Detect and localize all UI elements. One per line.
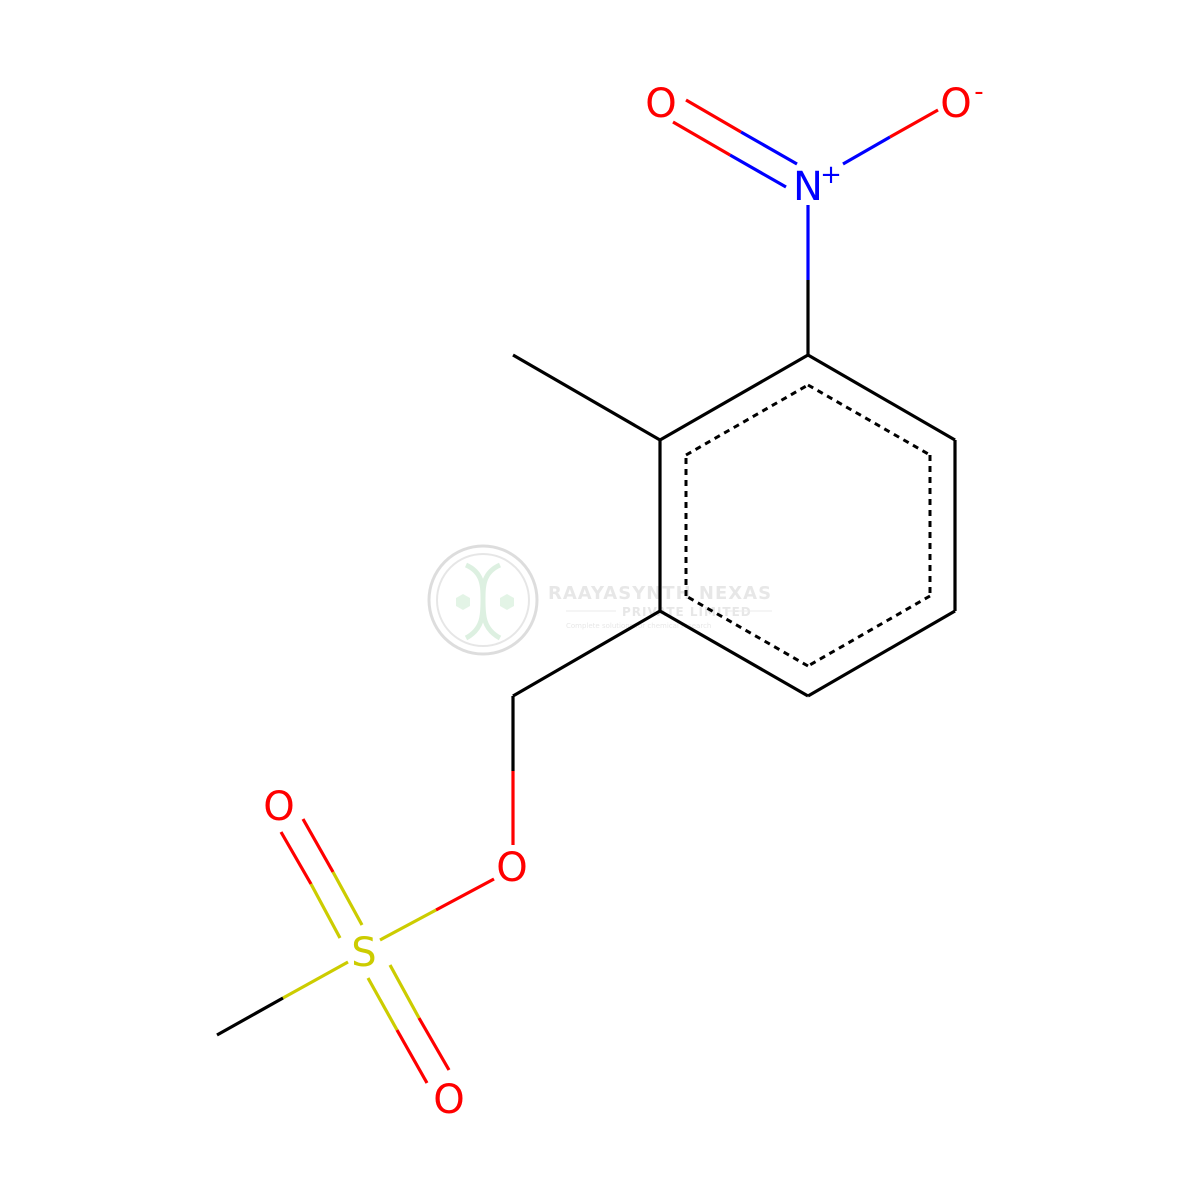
charge-minus: -: [974, 77, 983, 107]
n-o-double-bond-blue-a: [740, 130, 798, 166]
n-o-double-bond-red-b: [672, 120, 731, 157]
ring-bond-c3-c4: [807, 609, 956, 698]
s-methyl-bond-black: [216, 996, 284, 1037]
s-o-lower-a-red: [395, 1029, 429, 1084]
atom-o-ester: O: [496, 845, 527, 891]
atom-o-nitro-double: O: [645, 81, 676, 127]
atom-o-sulfonyl-lower: O: [433, 1077, 464, 1123]
ring-ch2-bond: [512, 609, 661, 698]
watermark-logo: [427, 544, 539, 656]
n-o-single-bond-red: [889, 108, 939, 139]
s-methyl-bond-yellow: [282, 960, 349, 1000]
ring-bond-c1-c2: [807, 353, 956, 442]
o-s-bond-yellow: [379, 908, 437, 942]
s-o-lower-a-yellow: [366, 977, 399, 1031]
atom-s-sulfonyl: S: [351, 930, 376, 976]
watermark-subtitle: PRIVATE LIMITED: [622, 605, 752, 619]
atom-o-nitro-single: O: [940, 81, 971, 127]
methyl-bond: [512, 353, 661, 442]
watermark-tagline: Complete solutions for chemical research: [566, 622, 711, 630]
atom-n-nitro: N: [793, 164, 823, 210]
ring-bond-c4-c5: [659, 609, 809, 698]
s-o-upper-b-yellow: [331, 871, 364, 926]
s-o-lower-b-red: [417, 1017, 451, 1071]
n-o-double-bond-red-a: [685, 98, 742, 134]
atom-o-sulfonyl-upper: O: [263, 784, 294, 830]
watermark: RAAYASYNTH NEXAS PRIVATE LIMITED Complet…: [427, 544, 772, 656]
n-o-single-bond-blue: [842, 135, 891, 166]
ring-bond-c6-c1: [659, 353, 809, 442]
charge-plus: +: [820, 160, 842, 190]
s-o-upper-a-red: [279, 831, 313, 885]
bonds: [216, 98, 957, 1084]
atom-labels: O O - N + O S O O: [263, 77, 983, 1123]
s-o-lower-b-yellow: [388, 964, 421, 1019]
o-s-bond-red: [435, 877, 495, 912]
aromatic-inner-ring: [684, 383, 932, 668]
n-o-double-bond-blue-b: [729, 153, 787, 189]
s-o-upper-b-red: [301, 818, 335, 873]
s-o-upper-a-yellow: [309, 883, 342, 939]
